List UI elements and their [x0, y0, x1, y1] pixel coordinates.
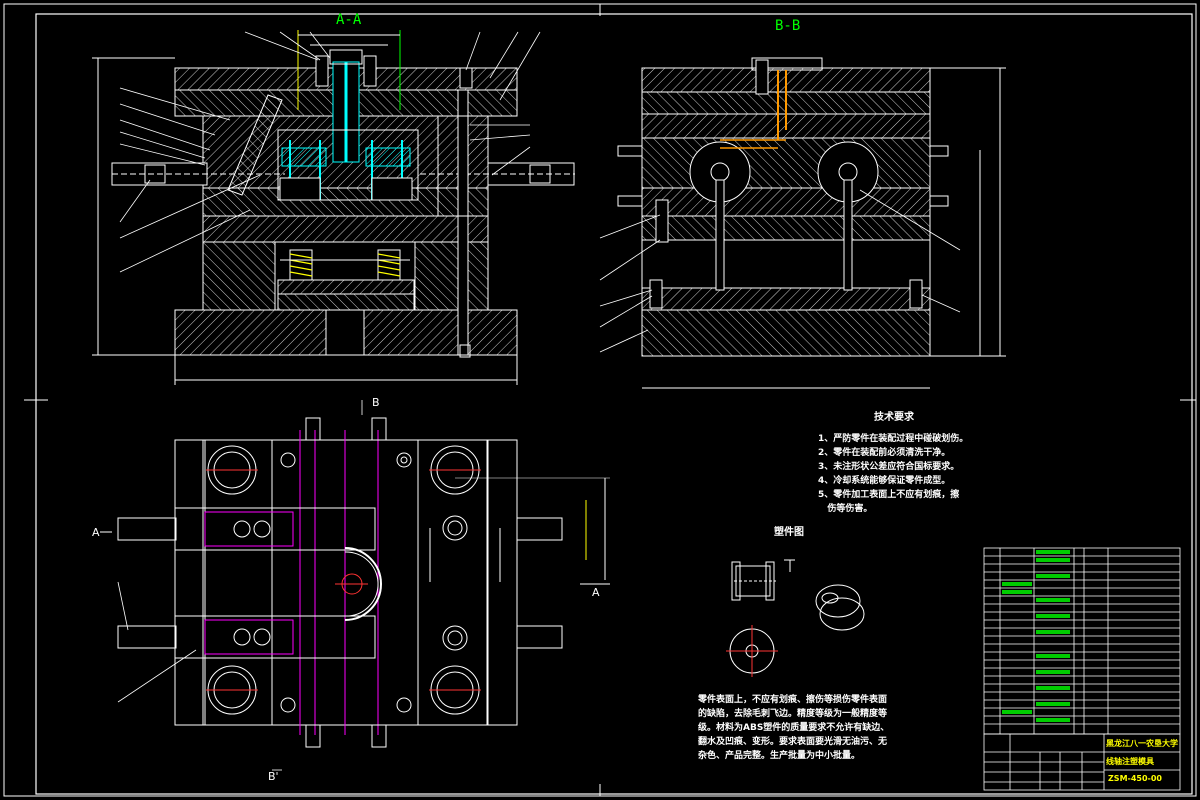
tech-requirements-title: 技术要求	[874, 412, 914, 423]
section-a-right-marker: A	[592, 586, 600, 599]
part-drawing-title: 塑件图	[774, 527, 804, 538]
section-b-marker: B	[372, 396, 380, 409]
tech-requirement-5: 5、零件加工表面上不应有划痕，擦	[818, 490, 960, 500]
section-bb-label: B-B	[775, 18, 801, 34]
part-quality-note: 零件表面上，不应有划痕、擦伤等损伤零件表面的缺陷，去除毛刺飞边。精度等级为一般精…	[698, 695, 890, 761]
title-block-drawing-number: ZSM-450-00	[1108, 774, 1162, 783]
section-a-left-marker: A	[92, 526, 100, 539]
section-bb-view	[599, 57, 1006, 389]
bom-green-cells	[1002, 550, 1070, 722]
section-aa-view	[92, 30, 575, 385]
tech-requirement-3: 3、未注形状公差应符合国标要求。	[818, 462, 960, 472]
title-block-lines	[983, 733, 1181, 791]
section-aa-label: A-A	[336, 12, 362, 28]
tech-requirement-5-cont: 伤等伤害。	[818, 504, 873, 514]
part-sketches	[726, 559, 865, 677]
section-b-prime-marker: B'	[268, 770, 279, 783]
bom-table	[983, 547, 1181, 735]
plan-view	[100, 400, 610, 771]
outer-border	[3, 3, 1197, 797]
tech-requirement-4: 4、冷却系统能够保证零件成型。	[818, 476, 951, 486]
tech-requirement-2: 2、零件在装配前必须清洗干净。	[818, 448, 951, 458]
tech-requirement-1: 1、严防零件在装配过程中碰破划伤。	[818, 434, 969, 444]
title-block-drawing-name: 线轴注塑模具	[1106, 757, 1154, 766]
title-block-school: 黑龙江八一农垦大学	[1106, 739, 1178, 748]
inner-frame	[35, 13, 1193, 795]
